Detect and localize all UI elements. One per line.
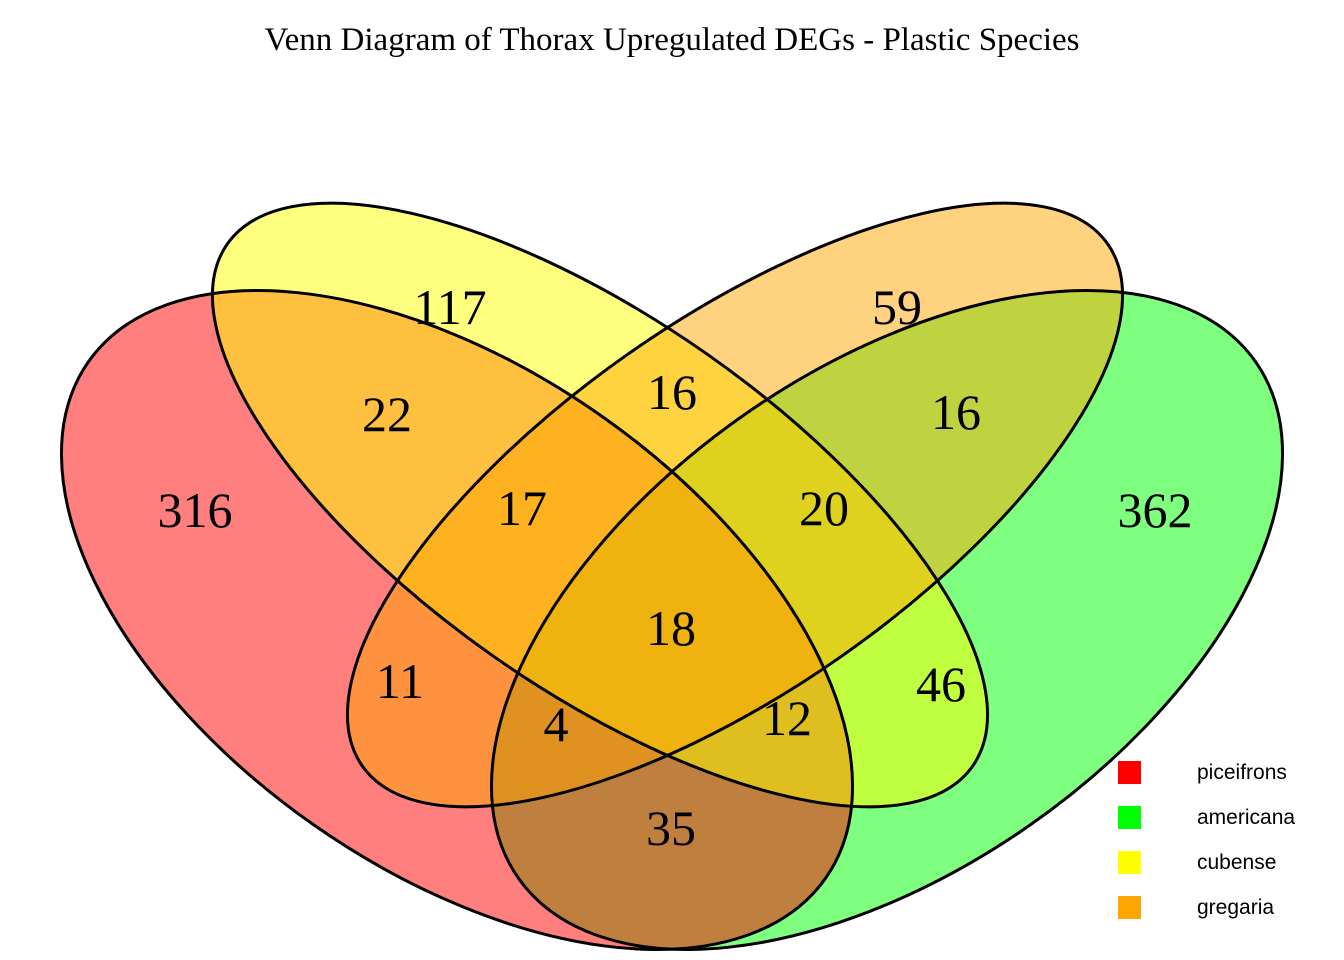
swatch-rect — [1118, 851, 1141, 874]
venn-outline-piceifrons — [59, 289, 855, 951]
legend-swatch-americana-icon — [1118, 806, 1141, 829]
legend-item-americana: americana — [1118, 795, 1295, 840]
region-count-piceifrons: 316 — [158, 482, 233, 538]
region-count-piceifrons-cubense-gregaria: 17 — [497, 480, 547, 536]
region-count-piceifrons-americana-cubense: 12 — [762, 690, 812, 746]
venn-region-counts: 316 362 117 59 22 16 16 11 46 35 17 20 4… — [158, 279, 1193, 856]
region-count-americana-cubense-gregaria: 20 — [799, 480, 849, 536]
region-count-gregaria: 59 — [872, 279, 922, 335]
legend-label-piceifrons: piceifrons — [1197, 760, 1287, 784]
venn-outline-gregaria — [345, 201, 1125, 809]
legend-swatch-gregaria-icon — [1118, 896, 1141, 919]
legend: piceifrons americana cubense gregaria — [1118, 750, 1295, 930]
chart-title: Venn Diagram of Thorax Upregulated DEGs … — [264, 22, 1080, 58]
legend-label-gregaria: gregaria — [1197, 895, 1275, 919]
region-count-piceifrons-gregaria: 11 — [376, 653, 424, 709]
legend-swatch-cubense-icon — [1118, 851, 1141, 874]
legend-item-cubense: cubense — [1118, 840, 1295, 885]
venn-outline-cubense — [210, 201, 990, 809]
legend-swatch-piceifrons-icon — [1118, 761, 1141, 784]
region-count-all-four: 18 — [646, 600, 696, 656]
legend-label-cubense: cubense — [1197, 850, 1277, 874]
region-count-americana-cubense: 46 — [916, 656, 966, 712]
region-count-piceifrons-cubense: 22 — [362, 386, 412, 442]
legend-item-gregaria: gregaria — [1118, 885, 1295, 930]
legend-item-piceifrons: piceifrons — [1118, 750, 1295, 795]
region-count-piceifrons-americana: 35 — [646, 800, 696, 856]
swatch-rect — [1118, 761, 1141, 784]
swatch-rect — [1118, 806, 1141, 829]
region-count-cubense: 117 — [413, 279, 486, 335]
region-count-americana-gregaria: 16 — [931, 384, 981, 440]
swatch-rect — [1118, 896, 1141, 919]
region-count-americana: 362 — [1118, 482, 1193, 538]
venn-ellipse-fills — [61, 203, 1283, 950]
venn-outline-americana — [489, 289, 1285, 951]
venn-ellipse-gregaria — [347, 203, 1123, 807]
region-count-cubense-gregaria: 16 — [647, 364, 697, 420]
legend-label-americana: americana — [1197, 805, 1296, 829]
region-count-piceifrons-americana-gregaria: 4 — [544, 696, 569, 752]
venn-ellipse-outlines — [59, 201, 1285, 951]
